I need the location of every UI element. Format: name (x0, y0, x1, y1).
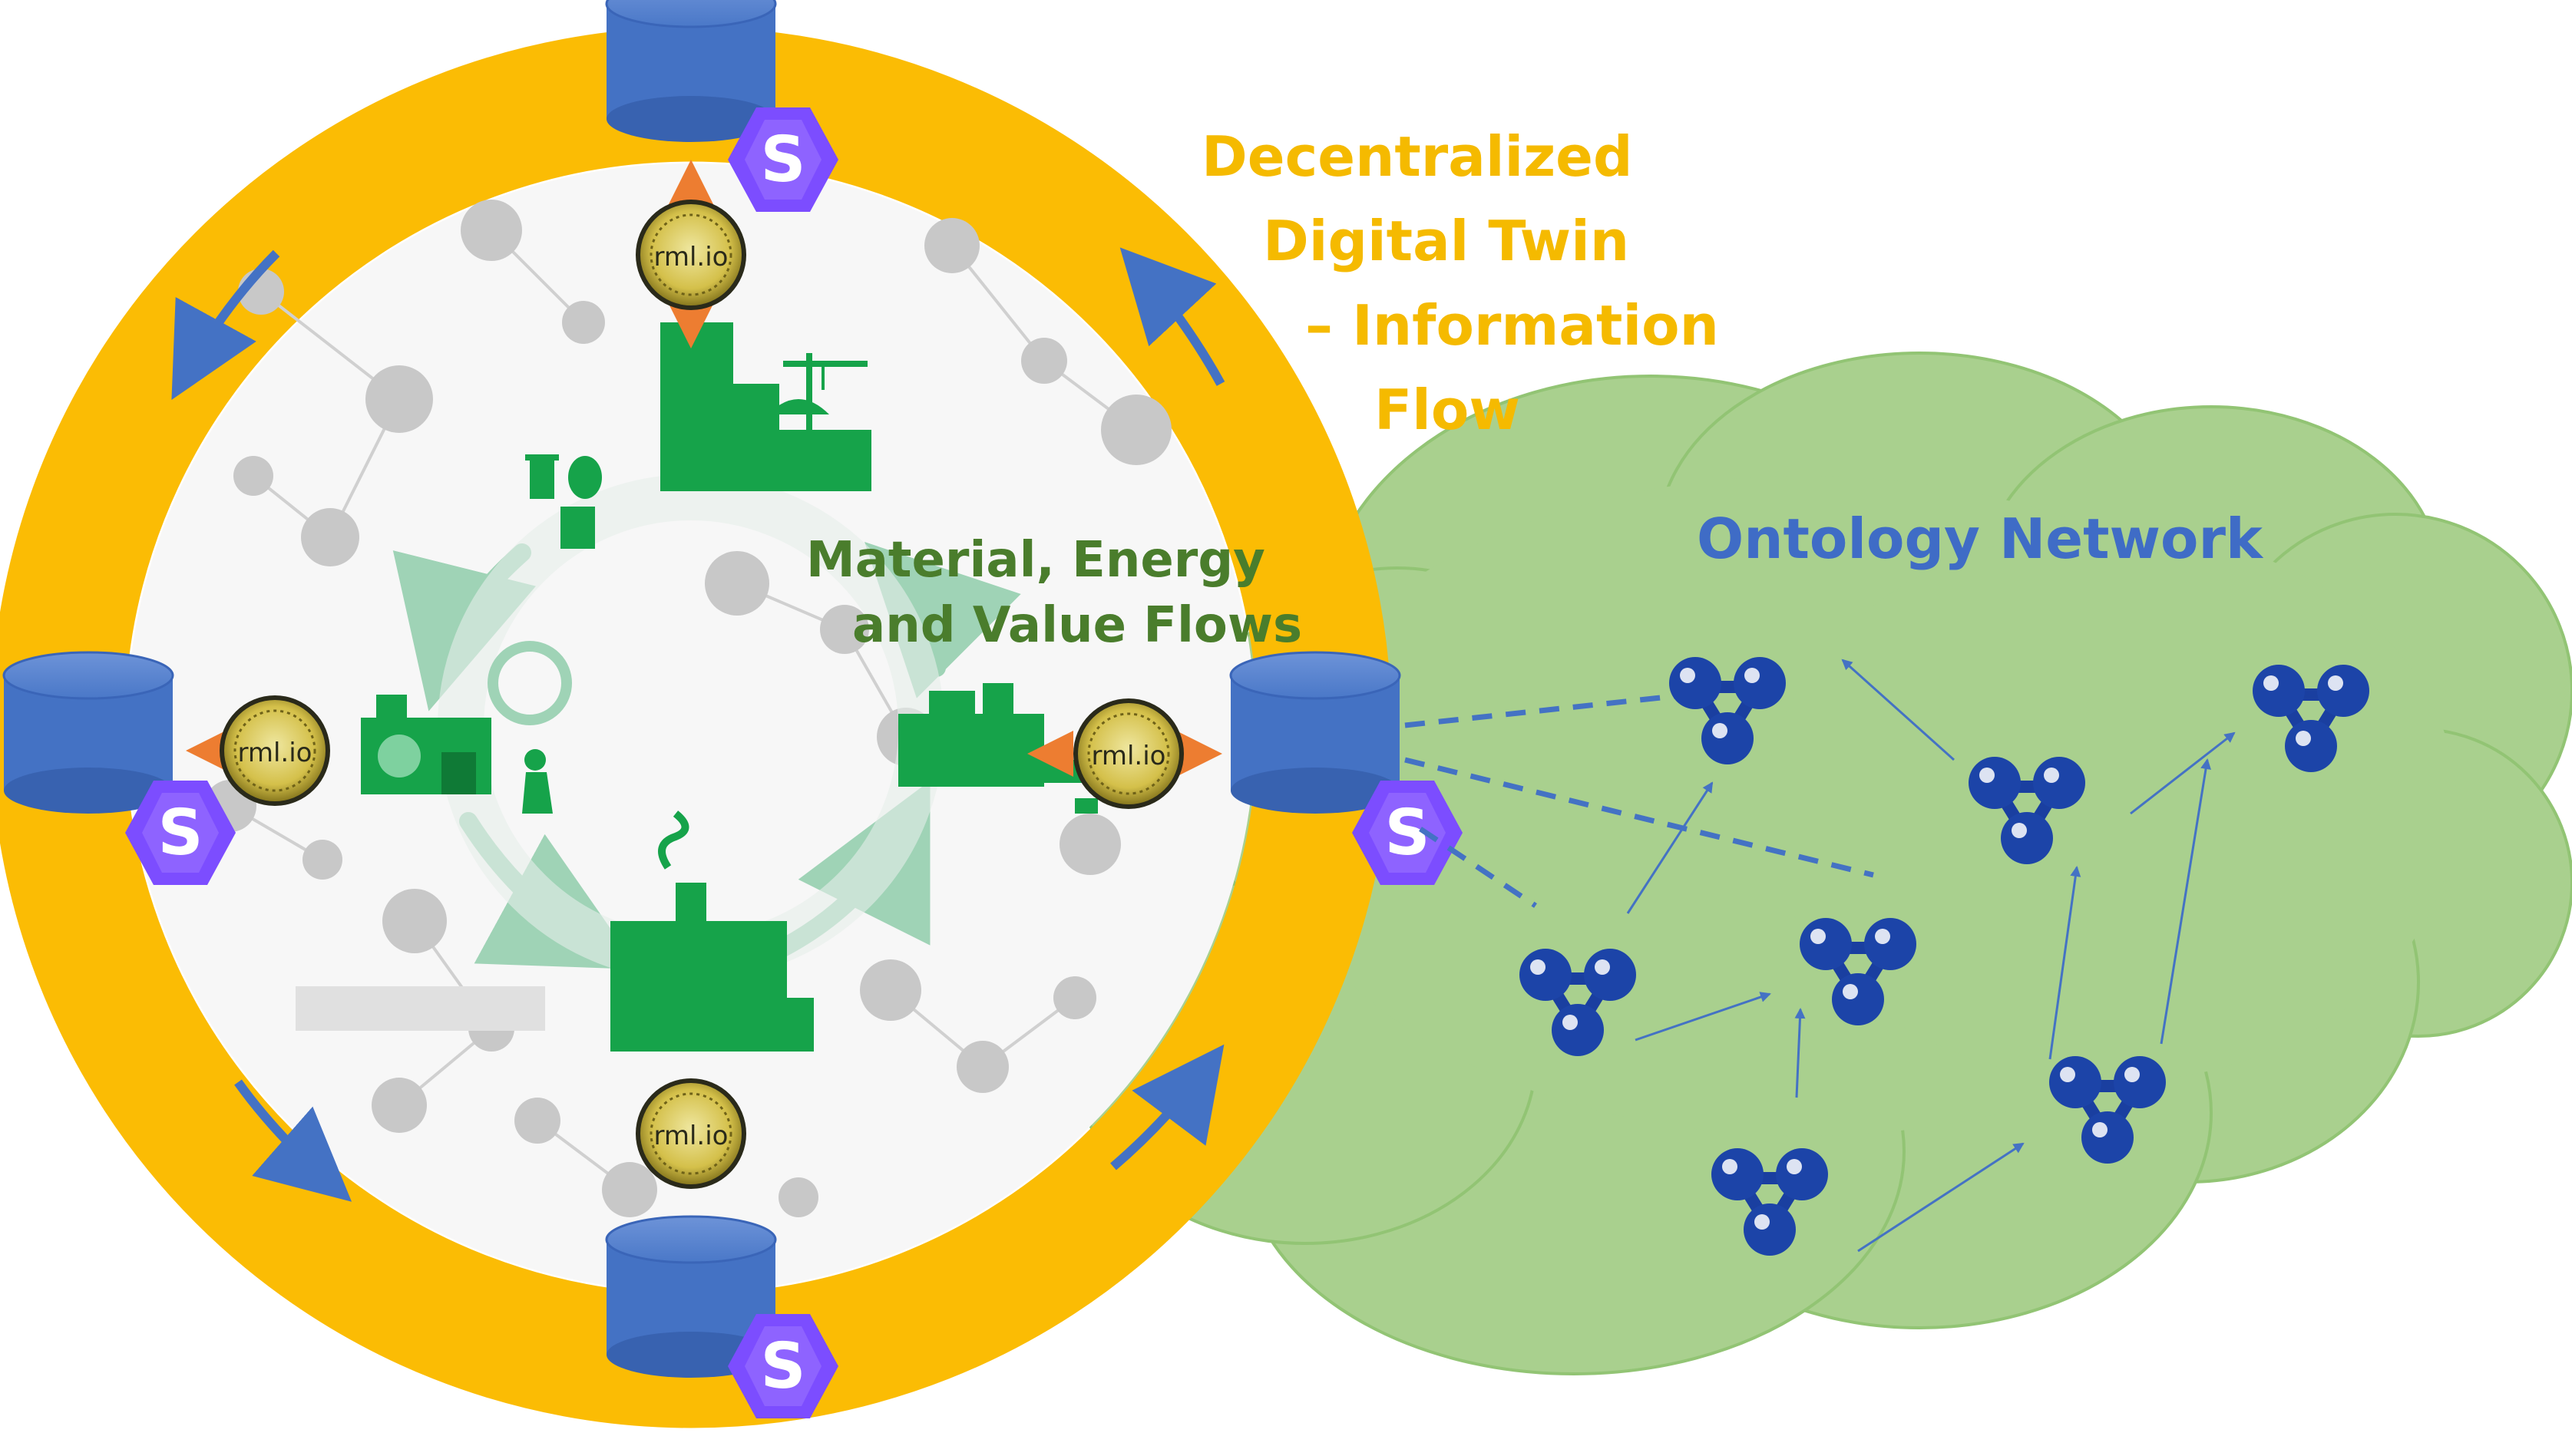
network-background (127, 163, 1255, 1292)
title-line-1: Decentralized (1202, 124, 1633, 189)
svg-text:S: S (760, 1330, 805, 1403)
svg-text:S: S (760, 124, 805, 196)
svg-text:rml.io: rml.io (237, 738, 312, 768)
title-line-4: Flow (1374, 378, 1520, 442)
worker-icon (522, 749, 553, 814)
rml-coin-icon: rml.io (634, 198, 748, 312)
svg-text:rml.io: rml.io (653, 1121, 728, 1151)
ring-direction-arrows (171, 247, 1225, 1202)
title-line-3: – Information (1305, 293, 1719, 358)
database-icon (1229, 651, 1401, 815)
rml-coin-icon: rml.io (218, 694, 332, 807)
rml-coin-icon: rml.io (634, 1077, 748, 1190)
flows-label-line-1: Material, Energy (806, 532, 1265, 589)
svg-text:S: S (157, 797, 203, 870)
recycling-icon (488, 641, 572, 725)
rml-coin-icon: rml.io (1072, 697, 1185, 811)
svg-text:rml.io: rml.io (1091, 741, 1165, 771)
flows-label-line-2: and Value Flows (852, 597, 1303, 654)
database-icon (2, 651, 174, 815)
left-factory-icon (361, 695, 491, 794)
title-line-2: Digital Twin (1263, 209, 1630, 273)
city-icon (660, 322, 871, 491)
ontology-links (1626, 659, 2236, 1253)
solid-badge-icon: S (125, 781, 236, 885)
solid-badge-icon: S (728, 1314, 838, 1418)
dashed-links (1404, 692, 1874, 908)
bottom-factory-icon (610, 811, 814, 1052)
solid-badge-icon: S (728, 107, 838, 212)
svg-text:rml.io: rml.io (653, 242, 728, 272)
waste-icon (525, 454, 602, 549)
cloud-label: Ontology Network (1697, 507, 2263, 571)
